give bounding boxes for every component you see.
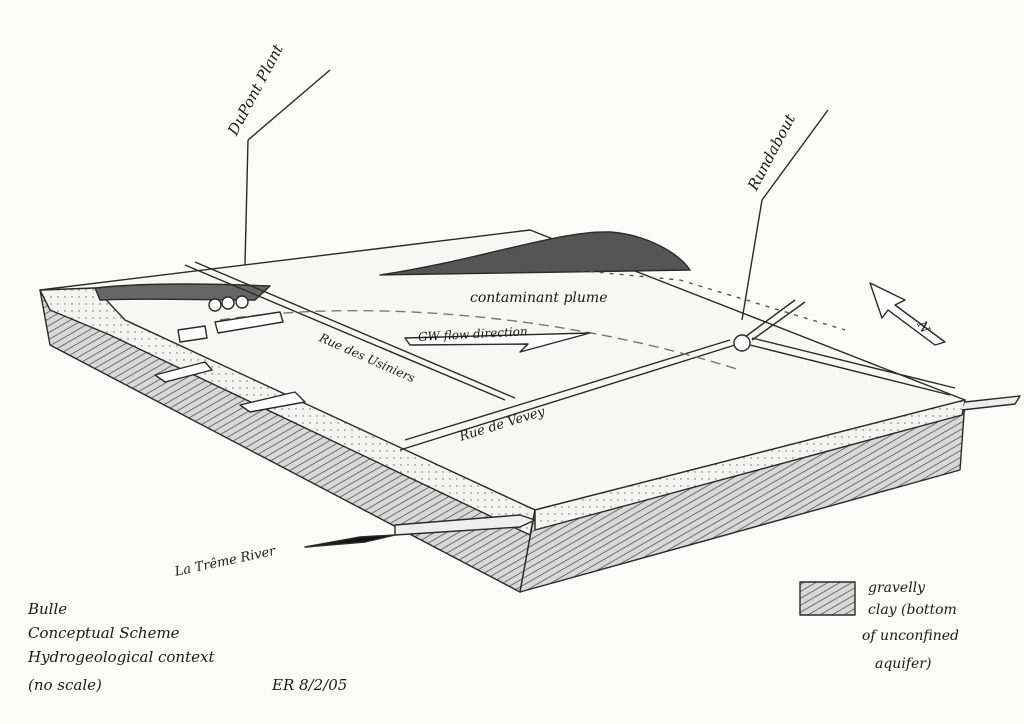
river-flow-arrow (304, 534, 396, 548)
north-arrow-icon (869, 282, 946, 346)
legend-swatch-gravelly-clay (799, 581, 856, 616)
caption-scale-note: (no scale) (28, 676, 102, 694)
roundabout (733, 334, 751, 352)
aquifer-flow-arrow-2 (239, 391, 306, 413)
legend-text-2: clay (bottom (868, 602, 957, 618)
dupont-plant-buildings (177, 295, 284, 343)
label-contaminant-plume: contaminant plume (470, 290, 608, 306)
dupont-leader-line (247, 69, 331, 141)
gw-flow-arrow (404, 332, 591, 353)
legend-text-4: aquifer) (875, 656, 932, 672)
left-hill (94, 283, 271, 301)
caption-place: Bulle (28, 600, 68, 618)
caption-title: Conceptual Scheme (28, 624, 180, 642)
road-rue-des-usiniers (184, 261, 516, 401)
signature-date: ER 8/2/05 (272, 676, 348, 694)
legend-text-1: gravelly (868, 580, 926, 596)
river (394, 514, 536, 536)
front-aquifer-layer (534, 399, 966, 531)
hill (379, 231, 691, 276)
caption-subtitle: Hydrogeological context (28, 648, 215, 666)
aquifer-flow-arrow-1 (154, 361, 213, 383)
legend-text-3: of unconfined (862, 628, 959, 644)
road-rue-de-vevey (399, 299, 956, 451)
roundabout-leader-line (761, 109, 829, 201)
